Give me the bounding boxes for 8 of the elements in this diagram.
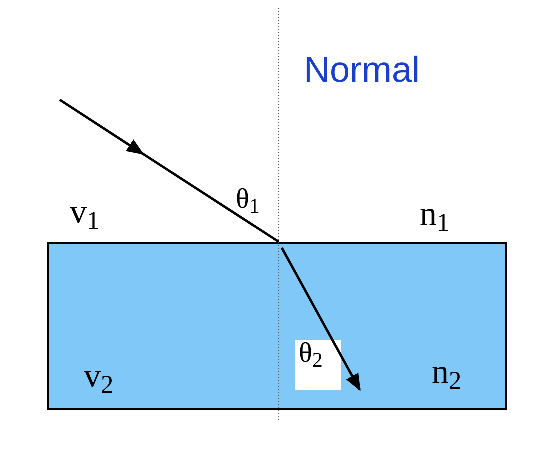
index-label: n$_{2}$ [432,356,462,390]
velocity-label: v$_{1}$ [70,196,100,230]
angle-label: θ$_{2}$ [295,340,341,390]
angle-label: θ$_{1}$ [236,186,260,214]
normal-label: Normal [304,52,420,88]
velocity-label: v$_{2}$ [84,360,114,394]
index-label: n$_{1}$ [420,198,450,232]
medium-block [47,242,507,410]
